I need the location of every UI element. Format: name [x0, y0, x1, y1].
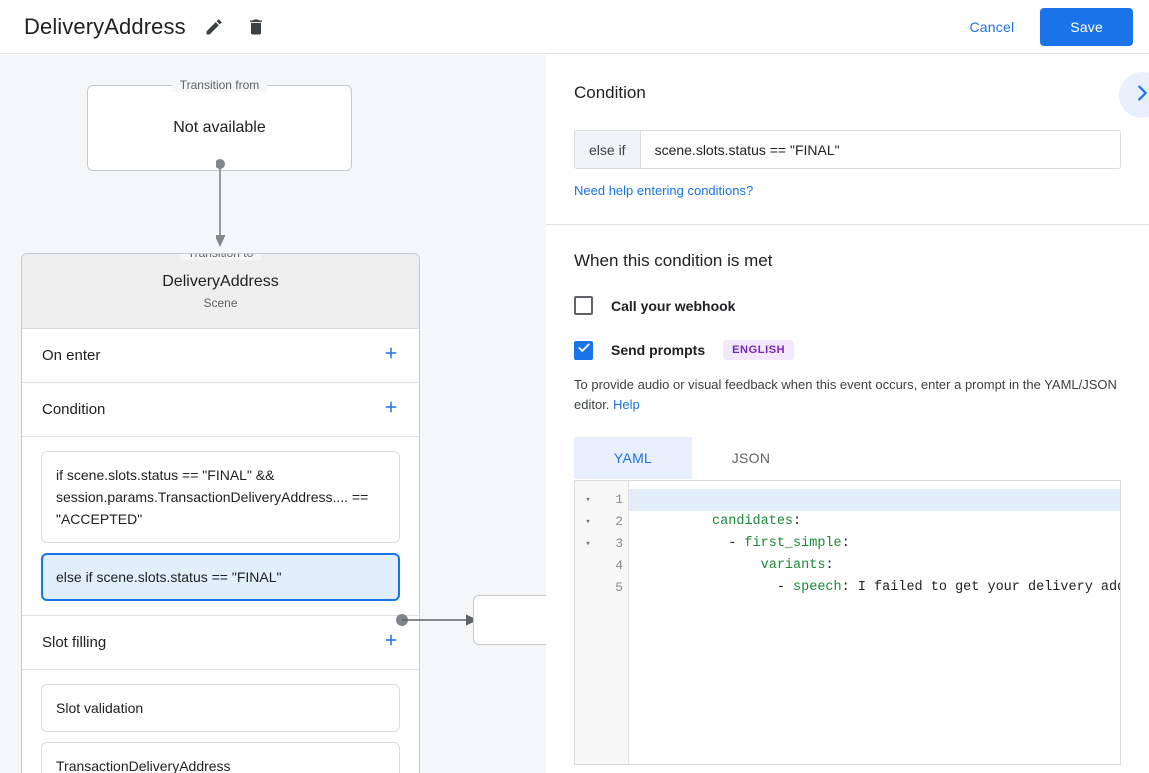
- outgoing-edge-arrow: [396, 614, 478, 626]
- fold-toggle[interactable]: ▾: [585, 495, 591, 505]
- line-number: 2: [615, 514, 623, 529]
- when-condition-is-met-section: When this condition is met Call your web…: [546, 225, 1149, 765]
- send-prompts-label: Send prompts: [611, 342, 706, 358]
- prompt-code-editor[interactable]: ▾ ▾ ▾ 1 2 3 4 5 candidates: - first_simp…: [574, 480, 1121, 765]
- line-number: 3: [615, 536, 623, 551]
- condition-help-link[interactable]: Need help entering conditions?: [574, 183, 754, 198]
- code-line[interactable]: - speech: I failed to get your delivery …: [629, 555, 1120, 595]
- transition-to-legend: Transition to: [179, 254, 262, 260]
- scene-graph-panel[interactable]: Transition from Not available Transition…: [0, 55, 546, 773]
- fold-toggle[interactable]: [575, 555, 601, 577]
- delete-button[interactable]: [242, 13, 270, 41]
- editor-line-number-gutter: 1 2 3 4 5: [601, 481, 629, 764]
- code-key: speech: [793, 580, 842, 595]
- line-number: 4: [615, 558, 623, 573]
- section-body-condition: if scene.slots.status == "FINAL" && sess…: [22, 437, 419, 616]
- webhook-checkbox-row[interactable]: Call your webhook: [574, 296, 1121, 315]
- graph-connector-arrow: [216, 159, 226, 247]
- tab-json[interactable]: JSON: [731, 450, 771, 466]
- code-value: I failed to get your delivery address: [857, 580, 1120, 595]
- section-title-on-enter: On enter: [42, 347, 101, 364]
- add-condition-button[interactable]: [379, 398, 403, 422]
- condition-heading: Condition: [574, 83, 646, 102]
- plus-icon: [382, 344, 400, 367]
- send-prompts-checkbox[interactable]: [574, 340, 593, 360]
- transition-from-legend: Transition from: [171, 78, 268, 92]
- condition-detail-panel: Condition else if Need help entering con…: [546, 55, 1149, 773]
- editor-format-tabs: YAML JSON: [574, 437, 1121, 479]
- add-on-enter-button[interactable]: [379, 344, 403, 368]
- code-indent: -: [712, 536, 745, 551]
- page-title: DeliveryAddress: [24, 13, 186, 39]
- condition-expression-field[interactable]: else if: [574, 130, 1121, 169]
- code-colon: :: [825, 558, 834, 573]
- target-node-stub[interactable]: [473, 595, 546, 645]
- tab-yaml[interactable]: YAML: [574, 437, 692, 479]
- send-prompts-checkbox-row[interactable]: Send prompts ENGLISH: [574, 340, 1121, 360]
- editor-code-area[interactable]: candidates: - first_simple: variants: - …: [629, 481, 1120, 764]
- edit-title-button[interactable]: [200, 13, 228, 41]
- fold-toggle[interactable]: ▾: [585, 539, 591, 549]
- app-bar: DeliveryAddress Cancel Save: [0, 0, 1149, 54]
- slot-filling-item[interactable]: Slot validation: [41, 684, 400, 732]
- condition-section: Condition else if Need help entering con…: [546, 55, 1149, 225]
- collapse-panel-button[interactable]: [1119, 72, 1149, 118]
- call-your-webhook-checkbox[interactable]: [574, 296, 593, 315]
- code-line[interactable]: candidates:: [629, 489, 1120, 529]
- code-indent: -: [712, 580, 794, 595]
- section-title-slot-filling: Slot filling: [42, 634, 107, 651]
- prompt-hint-body: To provide audio or visual feedback when…: [574, 377, 1117, 412]
- code-line[interactable]: variants:: [629, 533, 1120, 573]
- plus-icon: [382, 398, 400, 421]
- chevron-right-icon: [1131, 82, 1149, 109]
- scene-type: Scene: [203, 295, 238, 310]
- code-colon: :: [793, 514, 802, 529]
- section-header-condition: Condition: [22, 383, 419, 437]
- cancel-button[interactable]: Cancel: [956, 10, 1029, 44]
- fold-toggle[interactable]: [575, 577, 601, 599]
- section-header-slot-filling: Slot filling: [22, 616, 419, 670]
- transition-from-node[interactable]: Transition from Not available: [87, 78, 352, 171]
- scene-header[interactable]: DeliveryAddress Scene: [22, 254, 419, 329]
- trash-icon: [246, 17, 266, 37]
- when-met-heading: When this condition is met: [574, 251, 773, 270]
- condition-operator-label: else if: [575, 131, 641, 168]
- fold-toggle[interactable]: ▾: [585, 517, 591, 527]
- call-your-webhook-label: Call your webhook: [611, 297, 736, 314]
- condition-item[interactable]: if scene.slots.status == "FINAL" && sess…: [41, 451, 400, 543]
- condition-item-selected[interactable]: else if scene.slots.status == "FINAL": [41, 553, 400, 601]
- condition-expression-input[interactable]: [640, 131, 1120, 168]
- transition-to-node[interactable]: Transition to DeliveryAddress Scene On e…: [21, 253, 420, 773]
- plus-icon: [382, 631, 400, 654]
- pencil-icon: [204, 17, 224, 37]
- language-badge: ENGLISH: [723, 340, 795, 360]
- code-colon: :: [841, 536, 850, 551]
- code-key: variants: [760, 558, 826, 573]
- code-key: first_simple: [744, 536, 842, 551]
- code-key: candidates: [712, 514, 794, 529]
- line-number: 5: [615, 580, 623, 595]
- code-indent: [712, 558, 761, 573]
- add-slot-filling-button[interactable]: [379, 631, 403, 655]
- app-bar-actions: Cancel Save: [956, 7, 1133, 46]
- editor-fold-gutter[interactable]: ▾ ▾ ▾: [575, 481, 601, 764]
- prompt-help-link[interactable]: Help: [613, 397, 640, 412]
- save-button[interactable]: Save: [1040, 7, 1133, 46]
- section-body-slot-filling: Slot validation TransactionDeliveryAddre…: [22, 670, 419, 773]
- prompt-hint-text: To provide audio or visual feedback when…: [574, 375, 1121, 415]
- transition-from-value: Not available: [173, 119, 266, 136]
- section-title-condition: Condition: [42, 401, 106, 418]
- code-colon: :: [841, 580, 850, 595]
- scene-name: DeliveryAddress: [162, 272, 279, 290]
- checkmark-icon: [577, 341, 591, 360]
- slot-filling-item[interactable]: TransactionDeliveryAddress: [41, 742, 400, 773]
- code-line[interactable]: - first_simple:: [629, 511, 1120, 551]
- section-header-on-enter: On enter: [22, 329, 419, 383]
- line-number: 1: [615, 492, 623, 507]
